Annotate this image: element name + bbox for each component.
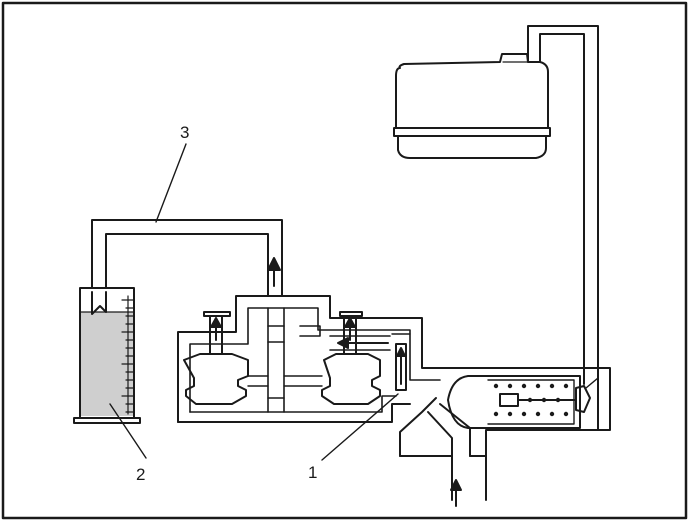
up-arrow-valve-left-icon <box>210 317 222 341</box>
measuring-cylinder <box>73 287 141 424</box>
relief-valve <box>447 375 599 429</box>
pump-housing <box>177 295 611 501</box>
left-arrow-return-icon <box>337 337 389 349</box>
inner-cavity <box>189 307 441 413</box>
relief-valve-spring <box>493 383 569 417</box>
callout-3-label: 3 <box>180 123 190 142</box>
right-valve <box>283 311 381 405</box>
up-arrow-valve-right-icon <box>344 317 356 341</box>
output-hose <box>91 219 283 297</box>
callout-2-label: 2 <box>136 465 146 484</box>
cylinder-scale <box>121 295 135 415</box>
callout-leaders <box>109 143 399 461</box>
fluid-reservoir <box>393 53 551 159</box>
check-valve <box>391 333 411 391</box>
reservoir-supply-pipe <box>527 25 599 431</box>
up-arrow-output-icon <box>267 257 281 287</box>
up-arrow-inlet-icon <box>450 479 462 507</box>
left-valve <box>183 311 269 405</box>
up-arrow-check-valve-icon <box>396 347 406 385</box>
callout-1-label: 1 <box>308 463 318 482</box>
return-channels <box>299 325 391 351</box>
flow-arrows <box>210 257 462 507</box>
